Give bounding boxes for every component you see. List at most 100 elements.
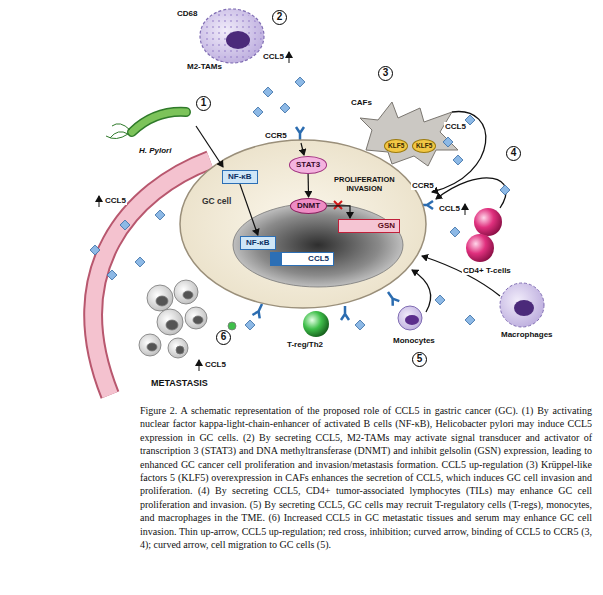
node-text: KLF5: [416, 142, 432, 150]
metastasis-cells: [147, 285, 173, 311]
part-label: METASTASIS: [150, 378, 209, 388]
figure-caption: Figure 2. A schematic representation of …: [140, 404, 592, 551]
metastasis-cells: [139, 334, 161, 356]
cell-label: GC cell: [202, 196, 231, 206]
metastasis-cells: [139, 280, 236, 358]
macrophage: [514, 300, 534, 316]
t-reg-cell: [303, 311, 329, 337]
h-pylori: [106, 112, 186, 139]
metastasis-cells: [176, 346, 184, 354]
nfkb-box: NF-κB: [240, 236, 276, 250]
gc-cell-shape: [334, 201, 342, 209]
connector-arrow: [307, 174, 309, 197]
metastasis-cells: [193, 316, 203, 324]
gc-cell-shape: [233, 203, 403, 287]
h-pylori: [132, 112, 186, 132]
ccl5-gene: CCL5: [270, 252, 334, 266]
ccl5-molecule: [107, 270, 117, 280]
nfkb-box: NF-κB: [222, 170, 258, 184]
ccl5-molecule: [443, 137, 453, 147]
m2-tam: [200, 9, 264, 63]
cd4-t-cells: [474, 208, 502, 236]
metastasis-cells: [156, 296, 168, 306]
t-reg-cell: [303, 311, 329, 337]
part-label: CD68: [176, 9, 198, 18]
stat3-oval: STAT3: [289, 156, 327, 174]
ccl5-molecule: [155, 210, 165, 220]
ccr5-receptor: [252, 302, 265, 318]
ccl5-molecule: [253, 107, 263, 117]
node-text: NF-κB: [228, 172, 252, 182]
node-text: DNMT: [297, 201, 320, 211]
curved-arrows: [422, 256, 500, 296]
callout-number: 3: [378, 66, 393, 81]
macrophage: [500, 283, 544, 327]
metastasis-cells: [174, 280, 198, 304]
effect-label: PROLIFERATION INVASION: [333, 176, 396, 193]
part-label: CCL5: [444, 122, 467, 131]
cd4-t-cells: [466, 234, 494, 262]
part-label: CCL5: [104, 196, 127, 205]
curved-arrows: [432, 112, 486, 192]
dnmt-oval: DNMT: [290, 198, 327, 214]
metastasis-cells: [147, 343, 157, 351]
part-label: CCL5: [204, 360, 227, 369]
monocyte: [398, 306, 422, 330]
monocyte: [398, 306, 422, 330]
m2-tam: [200, 9, 264, 63]
part-label: CAFs: [350, 98, 373, 107]
monocyte: [405, 315, 419, 325]
gc-cell-shape: [196, 126, 223, 167]
connector-arrow: [327, 206, 350, 218]
part-label: CCR5: [264, 131, 288, 140]
gc-cell-shape: [196, 126, 403, 287]
macrophage: [500, 283, 544, 327]
gc-cell: GC cellNF-κBSTAT3DNMTGSNNF-κBCCL5: [178, 138, 428, 310]
callout-number: 6: [216, 330, 231, 345]
part-label: CCL5: [262, 52, 285, 61]
curved-arrows: [412, 270, 431, 312]
metastasis-cells: [228, 322, 236, 330]
ccl5-molecule: [263, 87, 273, 97]
node-text: CCL5: [286, 254, 329, 264]
node-text: STAT3: [296, 160, 320, 170]
metastasis-cells: [166, 320, 178, 330]
metastasis-cells: [183, 291, 193, 299]
up-arrows: [465, 204, 466, 215]
ccl5-molecule: [280, 103, 290, 113]
ccl5-molecule: [90, 245, 100, 255]
node-text: GSN: [343, 221, 395, 231]
part-label: H. Pylori: [138, 146, 172, 155]
part-label: Macrophages: [500, 330, 554, 339]
metastasis-cells: [157, 309, 183, 335]
callout-number: 4: [506, 146, 521, 161]
callout-number: 2: [272, 10, 287, 25]
metastasis-cells: [185, 307, 207, 329]
ccl5-molecule: [355, 320, 365, 330]
ccl5-molecule: [245, 320, 255, 330]
gsn-gene: GSN: [338, 219, 400, 233]
gc-cell-shape: [301, 143, 304, 155]
part-label: Monocytes: [392, 336, 436, 345]
h-pylori: [106, 124, 130, 139]
m2-tam: [226, 31, 250, 49]
ccr5-receptor: [296, 127, 304, 141]
part-label: CCR5: [411, 181, 435, 190]
up-arrows: [99, 196, 100, 207]
up-arrows: [199, 360, 200, 371]
ccl5-molecule: [465, 315, 475, 325]
up-arrows: [289, 52, 290, 63]
callout-number: 5: [412, 352, 427, 367]
ccl5-molecule: [435, 295, 445, 305]
ccr5-receptor: [385, 290, 400, 306]
up-arrows: [99, 52, 465, 371]
ccl5-molecule: [453, 155, 463, 165]
ccl5-molecule: [450, 227, 460, 237]
ccl5-molecule: [135, 257, 145, 267]
curved-arrows: [412, 112, 506, 312]
part-label: CD4+ T-cells: [462, 266, 512, 275]
ccl5-molecule: [295, 77, 305, 87]
ccl5-molecules: [90, 77, 510, 330]
part-label: T-reg/Th2: [286, 340, 324, 349]
part-label: M2-TAMs: [186, 62, 223, 71]
